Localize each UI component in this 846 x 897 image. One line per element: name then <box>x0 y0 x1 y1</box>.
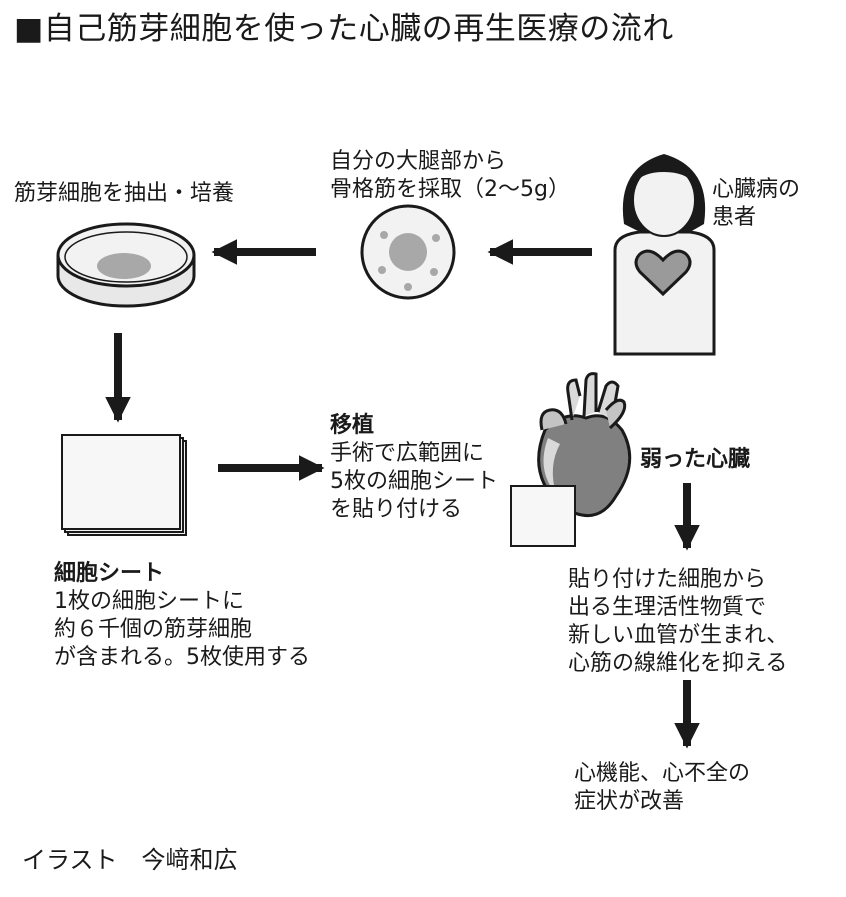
illustration-credit: イラスト 今﨑和広 <box>22 846 238 874</box>
page-title: ■自己筋芽細胞を使った心臓の再生医療の流れ <box>14 11 674 47</box>
sheet-body: 1枚の細胞シートに 約６千個の筋芽細胞 が含まれる。5枚使用する <box>54 589 310 671</box>
weak-heart-label: 弱った心臓 <box>640 447 751 472</box>
transplant-heading: 移植 <box>330 413 375 438</box>
patient-label: 心臓病の 患者 <box>712 177 801 231</box>
weak-heart-icon <box>510 372 632 547</box>
culture-label: 筋芽細胞を抽出・培養 <box>14 181 235 206</box>
muscle-sample-icon <box>360 204 456 300</box>
cell-sheet-icon <box>61 434 187 536</box>
attached-cell-sheet-icon <box>510 485 576 547</box>
petri-dish-icon <box>56 222 196 308</box>
patient-icon <box>613 154 716 356</box>
patient-heart-icon <box>634 249 692 297</box>
result-label: 心機能、心不全の 症状が改善 <box>574 761 751 815</box>
effect-label: 貼り付けた細胞から 出る生理活性物質で 新しい血管が生まれ、 心筋の線維化を抑え… <box>568 567 789 677</box>
harvest-label: 自分の大腿部から 骨格筋を採取（2〜5g） <box>330 149 570 203</box>
sheet-heading: 細胞シート <box>54 561 165 586</box>
transplant-body: 手術で広範囲に 5枚の細胞シート を貼り付ける <box>330 441 498 523</box>
